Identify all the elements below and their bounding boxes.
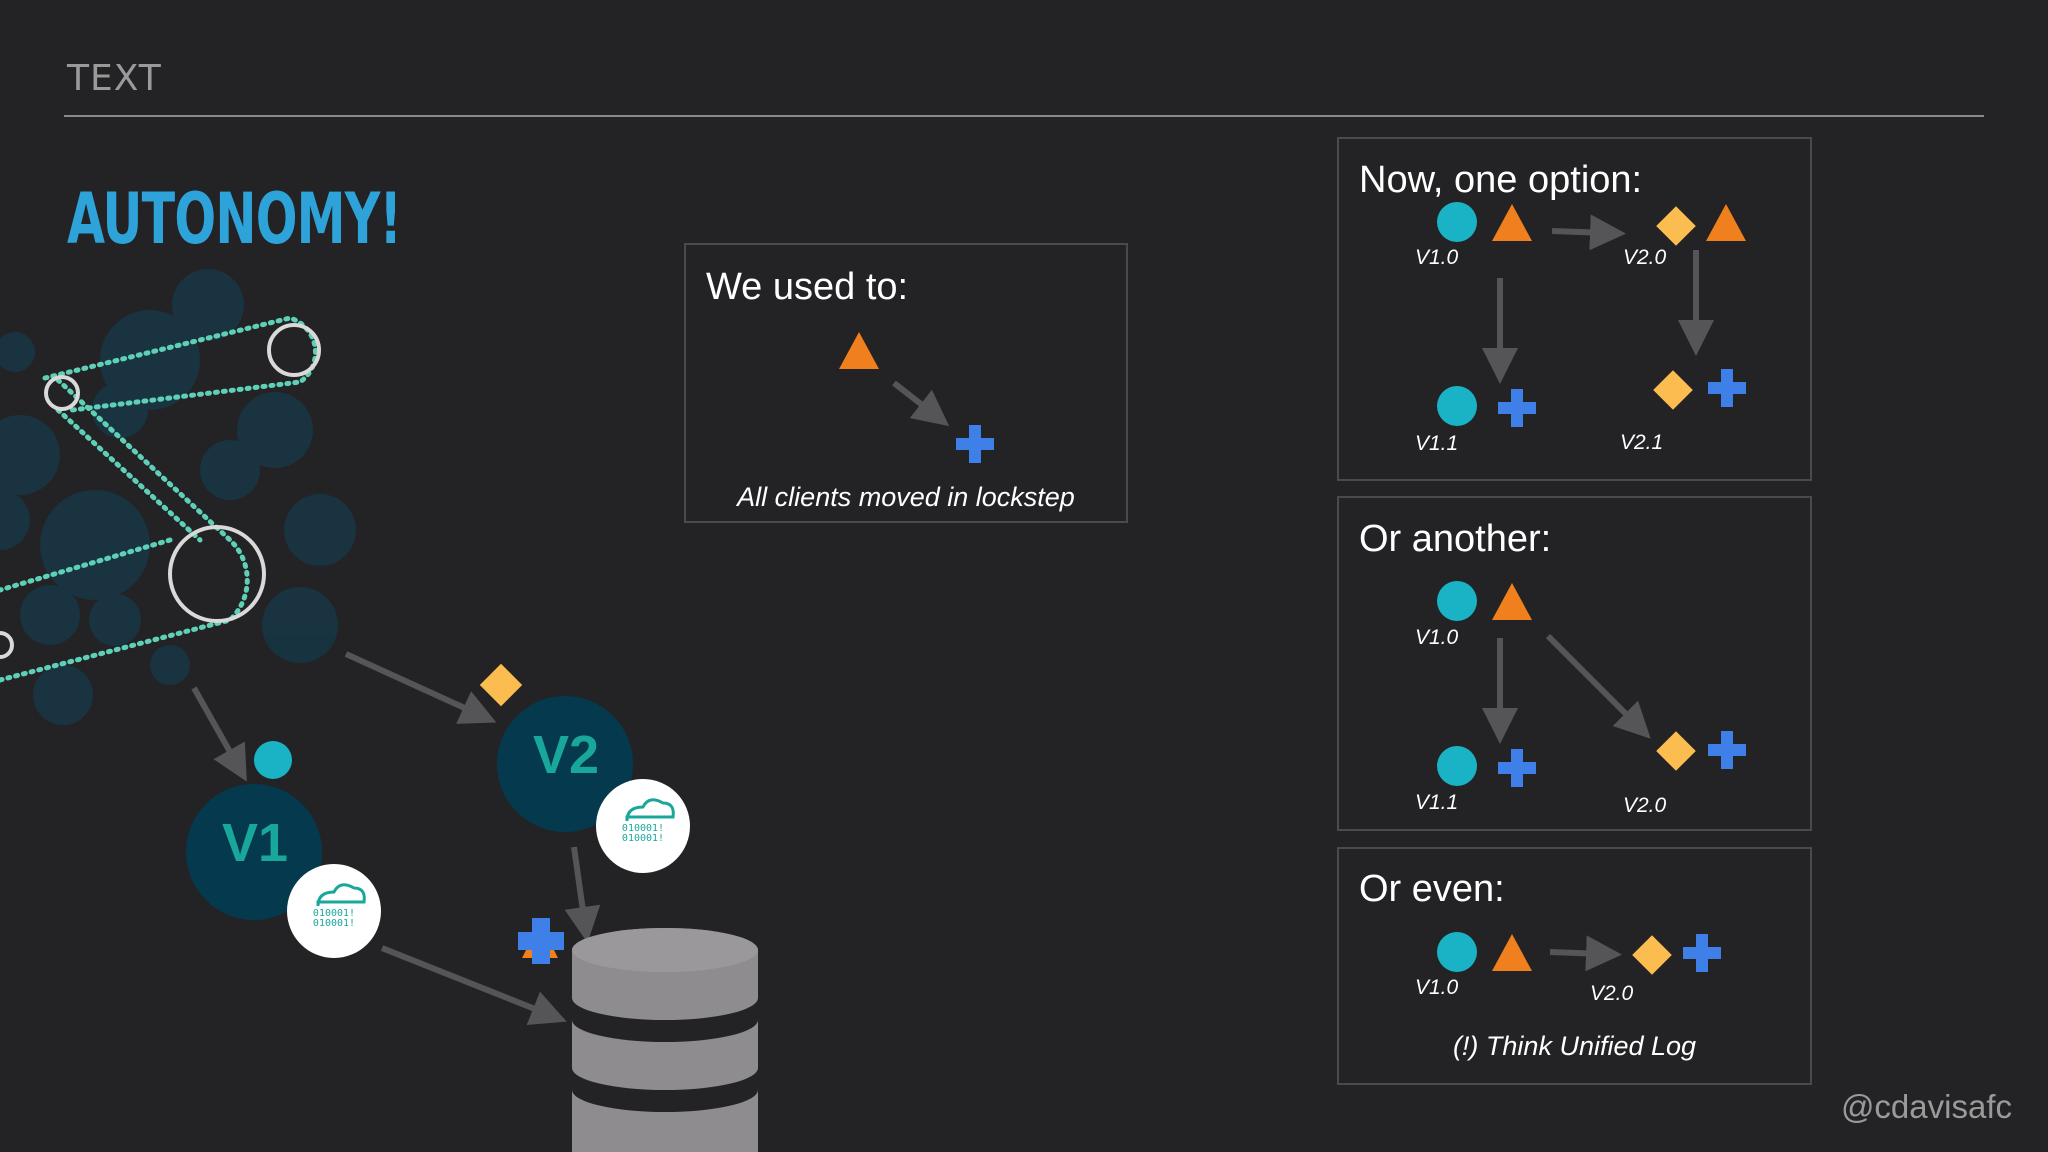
decorative-dots: [0, 269, 356, 725]
version-label: V1.0: [1415, 626, 1459, 649]
box-used-to-title: We used to:: [706, 266, 909, 308]
plus-shape: [1683, 934, 1721, 972]
box-another: [1337, 496, 1812, 831]
triangle-shape: [1706, 204, 1746, 241]
diamond-shape: [1653, 370, 1693, 410]
box-one-option: [1337, 137, 1812, 481]
version-label: V2.0: [1623, 246, 1667, 269]
arrow: [1545, 633, 1651, 739]
diamond-shape: [1656, 206, 1696, 246]
triangle-shape: [839, 332, 879, 369]
cloud-binary-v2: 010001!010001!: [621, 823, 665, 844]
plus-shape: [1498, 389, 1536, 427]
version-label: V2.1: [1620, 431, 1664, 454]
section-label: TEXT: [67, 58, 162, 99]
triangle-shape: [1492, 583, 1532, 620]
author-handle: @cdavisafc: [1840, 1088, 2012, 1125]
box-used-to: [684, 243, 1128, 523]
cloud-binary-v1: 010001!010001!: [312, 908, 356, 929]
version-label: V1.0: [1415, 246, 1459, 269]
pulley-left: [44, 375, 80, 411]
box-even: [1337, 847, 1812, 1085]
circle-shape: [1437, 202, 1477, 242]
plus-shape: [1708, 369, 1746, 407]
plus-shape: [1708, 731, 1746, 769]
plus-shape: [518, 918, 564, 964]
arrow: [892, 380, 950, 427]
circle-shape: [1437, 386, 1477, 426]
v1-bubble: [186, 784, 322, 920]
version-label: V2.0: [1623, 794, 1667, 817]
database-icon: [572, 928, 758, 1152]
version-label: V2.0: [1590, 982, 1634, 1005]
pulley-small: [267, 323, 321, 377]
version-label: V1.1: [1415, 791, 1459, 814]
box-used-to-caption: All clients moved in lockstep: [737, 482, 1075, 512]
pulley-large: [168, 525, 266, 623]
box-even-title: Or even:: [1359, 868, 1505, 910]
slide-title: AUTONOMY!: [67, 178, 402, 260]
arrow: [1549, 935, 1622, 972]
circle-shape: [254, 741, 292, 779]
circle-shape: [1437, 932, 1477, 972]
plus-shape: [1498, 749, 1536, 787]
diamond-shape: [1656, 731, 1696, 771]
header-divider: [64, 115, 1984, 117]
arrow: [1551, 214, 1626, 251]
decorative-belts: [0, 315, 318, 683]
box-one-option-title: Now, one option:: [1359, 159, 1643, 201]
triangle-shape: [1492, 934, 1532, 971]
v1-label: V1: [222, 813, 289, 873]
v2-label: V2: [532, 725, 600, 785]
circle-shape: [1437, 746, 1477, 786]
box-another-title: Or another:: [1359, 518, 1552, 560]
plus-shape: [956, 425, 994, 463]
diamond-shape: [1632, 935, 1672, 975]
version-label: V1.1: [1415, 432, 1459, 455]
flow-arrows: [191, 651, 601, 1026]
version-label: V1.0: [1415, 976, 1459, 999]
v2-bubble: [497, 696, 633, 832]
cloud-icon: [316, 798, 675, 907]
box-even-caption: (!) Think Unified Log: [1452, 1031, 1697, 1061]
circle-shape: [1437, 581, 1477, 621]
triangle-shape: [1492, 204, 1532, 241]
